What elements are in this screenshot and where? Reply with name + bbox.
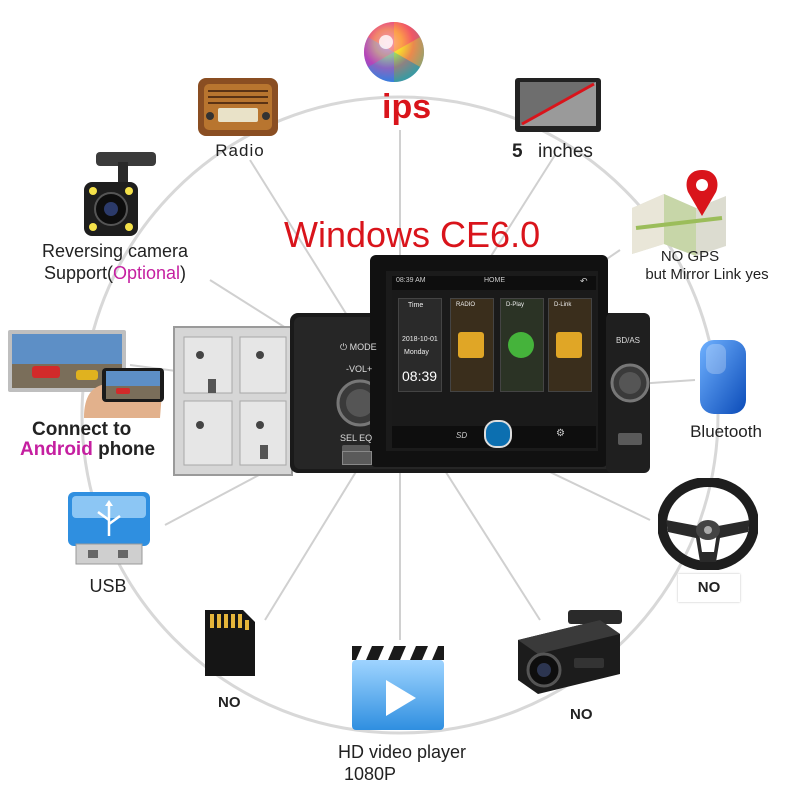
usb-port[interactable] <box>342 451 372 465</box>
back-icon[interactable]: ↶ <box>580 276 588 286</box>
mounting-cage <box>173 326 293 476</box>
steering-control-label: NO <box>678 574 740 602</box>
status-home: HOME <box>484 277 505 284</box>
volume-label: -VOL+ <box>346 364 373 374</box>
tile-dlink-label: D-Link <box>554 302 572 308</box>
reversing-camera-label-line1: Reversing camera <box>41 241 189 261</box>
dlink-tile-icon <box>556 332 582 358</box>
status-bar: 08:39 AM HOME ↶ <box>392 276 596 290</box>
video-player-label-line1: HD video player <box>337 742 467 762</box>
video-player-label-line2: 1080P <box>343 764 397 784</box>
clock-text: 08:39 <box>402 368 438 384</box>
ips-label: ips <box>382 88 432 126</box>
gps-label-line1: NO GPS <box>660 248 720 265</box>
dash-cam-label: NO <box>570 706 593 723</box>
phone-word: phone <box>92 439 156 460</box>
android-label-line1: Connect to <box>32 419 132 440</box>
mode-label: MODE <box>349 342 377 352</box>
phone-mirroring-icon <box>8 330 164 418</box>
ips-color-ball-icon <box>363 21 425 83</box>
bluetooth-label: Bluetooth <box>690 422 762 441</box>
dash-cam-icon <box>518 610 622 694</box>
status-time: 08:39 AM <box>396 277 426 284</box>
video-player-icon <box>352 646 444 730</box>
radio-icon <box>198 78 278 136</box>
android-label-line2: Android phone <box>20 439 155 461</box>
head-unit-screen: 08:39 AM HOME ↶ Time 2018-10-01 Monday 0… <box>392 276 596 448</box>
date-text: 2018-10-01 <box>402 336 438 343</box>
mode-button[interactable]: ⏻ MODE <box>340 342 377 352</box>
radio-tile-icon <box>458 332 484 358</box>
optional-text: Optional <box>113 263 181 283</box>
usb-drive-icon <box>68 492 150 565</box>
map-pin-icon <box>632 170 726 256</box>
sel-eq-button[interactable]: SEL EQ <box>340 433 373 443</box>
screen-size-unit: inches <box>538 141 593 162</box>
tile-time[interactable] <box>398 298 442 392</box>
dock-settings-icon[interactable]: ⚙ <box>556 428 565 439</box>
screen-size-number: 5 <box>512 141 523 162</box>
bluetooth-icon <box>700 340 746 414</box>
usb-label: USB <box>89 576 127 596</box>
sd-card-label: NO <box>218 694 241 711</box>
reversing-camera-label-line2: Support(Optional) <box>20 263 210 284</box>
gps-label-line2: but Mirror Link yes <box>645 266 769 283</box>
outer-ring <box>80 95 720 735</box>
dock-home-button[interactable] <box>484 420 512 448</box>
dplay-tile-icon <box>508 332 534 358</box>
steering-wheel-icon <box>658 478 758 570</box>
android-word: Android <box>20 439 93 460</box>
dock-sd-label: SD <box>456 431 468 440</box>
support-paren: ) <box>180 263 187 283</box>
support-text: Support( <box>43 263 113 283</box>
weekday-text: Monday <box>404 349 429 356</box>
headline-os-version: Windows CE6.0 <box>284 214 541 255</box>
band-button[interactable]: BD/AS <box>616 336 641 345</box>
tile-time-label: Time <box>408 302 424 309</box>
tile-dplay-label: D-Play <box>506 302 525 308</box>
sd-card-icon <box>205 610 255 676</box>
radio-label: Radio <box>215 141 265 160</box>
tile-radio-label: RADIO <box>456 302 476 308</box>
screen-size-icon <box>515 78 601 132</box>
reversing-camera-icon <box>84 152 156 236</box>
